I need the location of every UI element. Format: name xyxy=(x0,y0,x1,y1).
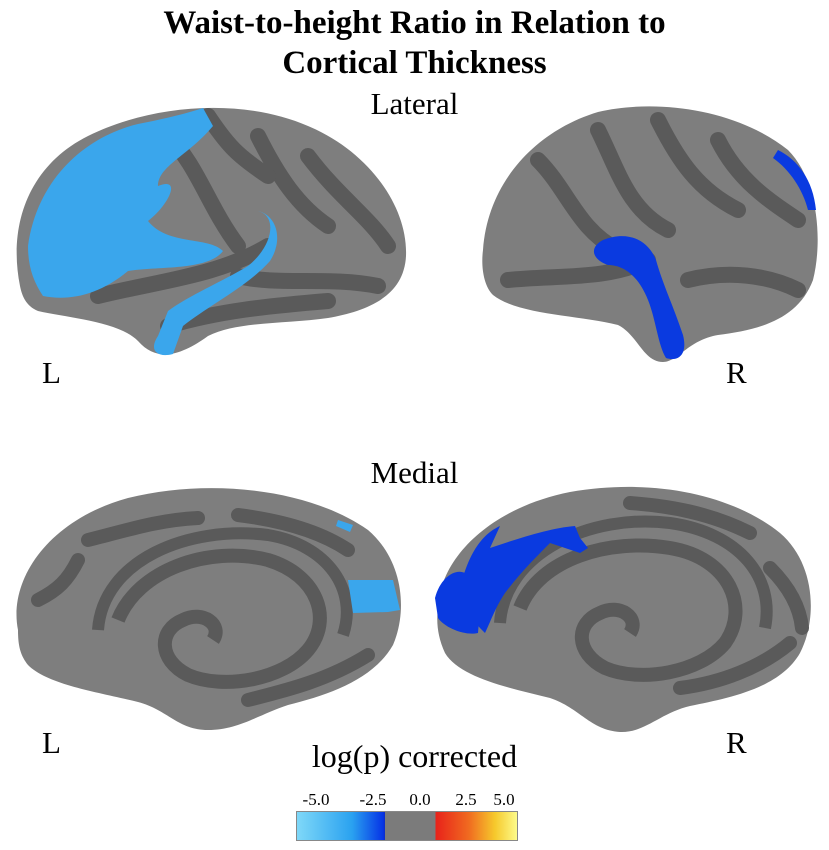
colorbar-tick: 5.0 xyxy=(493,790,515,809)
figure-title-line-1: Waist-to-height Ratio in Relation to xyxy=(163,5,666,41)
lateral-label: Lateral xyxy=(370,86,459,121)
medial-left-hemisphere xyxy=(16,488,401,730)
colorbar-tick: 2.5 xyxy=(455,790,477,809)
lateral-left-hemisphere xyxy=(16,107,407,356)
figure-title-line-2: Cortical Thickness xyxy=(282,45,547,81)
colorbar-ticks: -5.0 -2.5 0.0 2.5 5.0 xyxy=(290,790,530,810)
colorbar-tick: -5.0 xyxy=(302,790,330,809)
medial-right-hemisphere xyxy=(435,486,811,733)
medial-label: Medial xyxy=(370,455,459,490)
colorbar-tick: -2.5 xyxy=(359,790,387,809)
medial-right-side-label: R xyxy=(726,725,747,760)
colorbar xyxy=(296,811,518,841)
lateral-left-side-label: L xyxy=(42,355,61,390)
medial-left-side-label: L xyxy=(42,725,61,760)
lateral-right-side-label: R xyxy=(726,355,747,390)
colorbar-title: log(p) corrected xyxy=(311,738,518,774)
colorbar-tick: 0.0 xyxy=(409,790,431,809)
lateral-right-hemisphere xyxy=(482,106,818,363)
